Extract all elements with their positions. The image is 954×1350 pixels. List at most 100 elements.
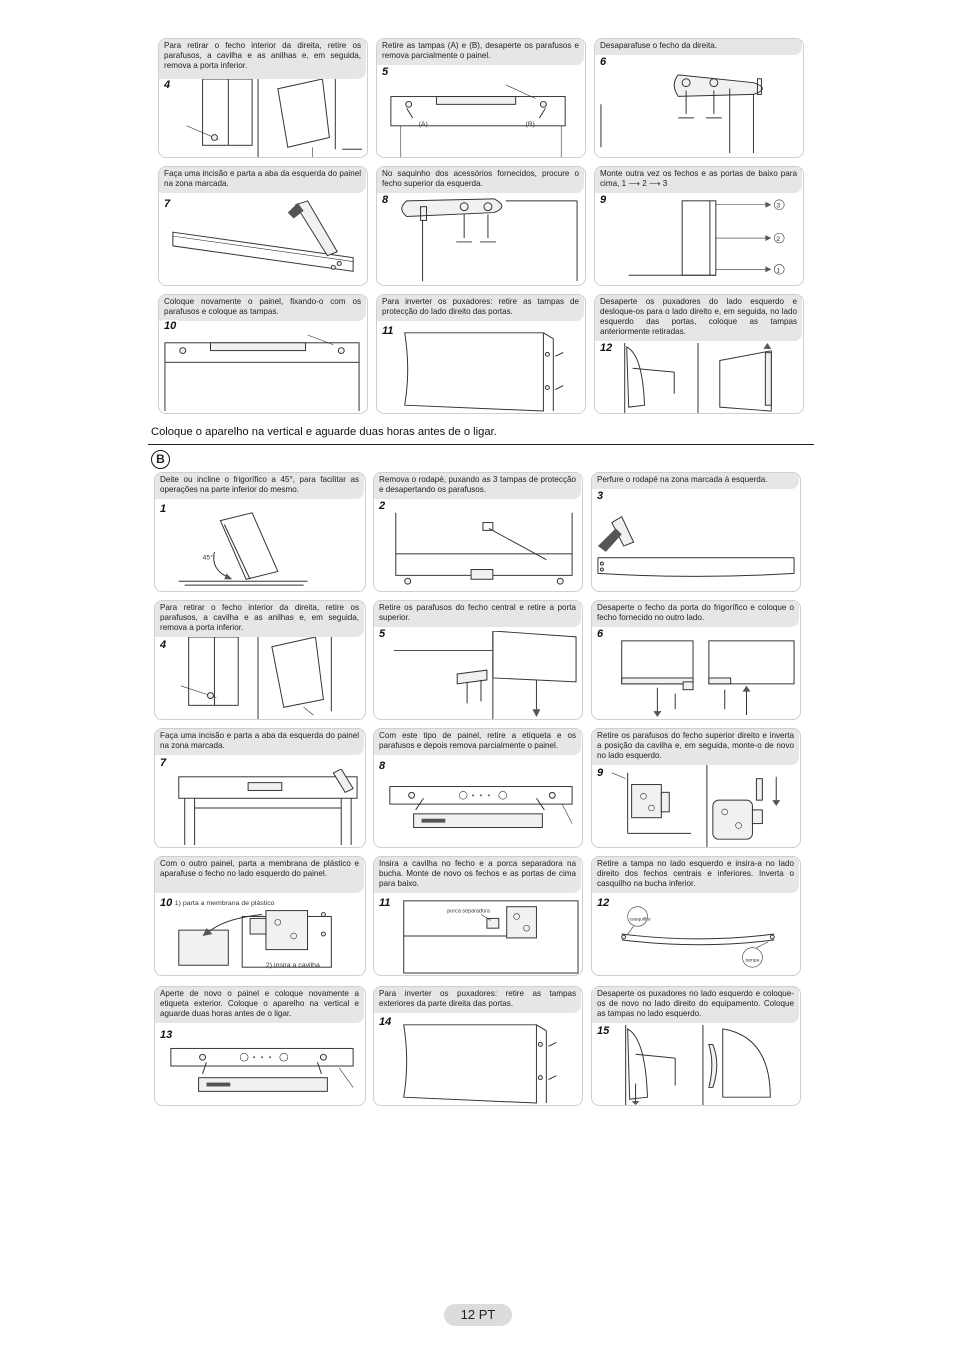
step-a5-panel: Retire as tampas (A) e (B), desaperte os… [376,38,586,158]
step-number: 5 [377,628,388,640]
order-label-2: 2 [776,236,780,243]
handle-cover-illustration [377,325,585,413]
step-number: 8 [377,760,388,772]
step-b10-panel: Com o outro painel, parta a membrana de … [154,856,366,976]
step-number: 2 [377,500,388,512]
section-divider [148,444,814,445]
step-caption: Com o outro painel, parta a membrana de … [155,857,364,893]
step-number: 10 [162,320,179,332]
step-a8-panel: No saquinho dos acessórios fornecidos, p… [376,166,586,286]
step-b7-panel: Faça uma incisão e parta a aba da esquer… [154,728,366,848]
step-a11-panel: Para inverter os puxadores: retire as ta… [376,294,586,414]
step-caption: Desaperte o fecho da porta do frigorífic… [592,601,799,627]
step-caption: Aperte de novo o painel e coloque novame… [155,987,364,1023]
base-remove-illustration [374,503,582,591]
step-number: 11 [380,325,396,337]
spacer-nut-label: porca separadora [447,909,490,915]
insert-pin-label: 2) insira a cavilha [266,962,320,969]
step-number: 12 [598,342,615,354]
step-b8-panel: Com este tipo de painel, retire a etique… [373,728,583,848]
angle-label: 45° [203,554,214,562]
step-b3-panel: Perfure o rodapé na zona marcada à esque… [591,472,801,592]
bush-label: casquilho [630,916,651,922]
step-b1-panel: Deite ou incline o frigorífico a 45°, pa… [154,472,366,592]
step-number: 8 [380,194,391,206]
step-b13-panel: Aperte de novo o painel e coloque novame… [154,986,366,1106]
step-caption: Insira a cavilha no fecho e a porca sepa… [374,857,581,893]
fridge-hinge-swap-illustration [592,635,800,719]
step-b4-panel: Para retirar o fecho interior da direita… [154,600,366,720]
panel-cover-illustration: (A) (B) [377,79,585,157]
step-number: 4 [158,639,169,651]
membrane-label: 1) parta a membrana de plástico [175,900,275,907]
step-caption: Para inverter os puxadores: retire as ta… [374,987,581,1013]
step-a9-panel: Monte outra vez os fechos e as portas de… [594,166,804,286]
step-caption: Desaparafuse o fecho da direita. [595,39,802,55]
panel-refit-illustration [159,335,367,413]
top-door-illustration [374,631,582,719]
step-caption: Retire os parafusos do fecho central e r… [374,601,581,627]
handle-move-illustration [592,1025,800,1105]
tilt-fridge-illustration: 45° [155,503,365,591]
step-number: 9 [598,194,609,206]
step-a7-panel: Faça uma incisão e parta a aba da esquer… [158,166,368,286]
step-number: 5 [380,66,391,78]
label-panel-illustration [374,769,582,847]
cap-label: tampa [746,957,760,963]
step-caption: Deite ou incline o frigorífico a 45°, pa… [155,473,364,499]
step-number: 12 [595,897,612,909]
door-removal-illustration [159,79,367,157]
section-b-marker: B [151,450,170,469]
panel-refit-label-illustration [155,1027,365,1105]
step-caption: Faça uma incisão e parta a aba da esquer… [159,167,366,193]
panel-cut-illustration [155,769,365,847]
step-number: 3 [595,490,606,502]
step-number: 7 [158,757,169,769]
step-a6-panel: Desaparafuse o fecho da direita. 6 [594,38,804,158]
step-a10-panel: Coloque novamente o painel, fixando-o co… [158,294,368,414]
cap-bush-illustration: casquilho tampa [592,895,800,975]
hinge-unscrew-illustration [595,69,803,157]
top-hinge-reverse-illustration [592,765,800,847]
step-caption: No saquinho dos acessórios fornecidos, p… [377,167,584,193]
door-order-illustration: 3 2 1 [595,193,803,285]
step-caption: Faça uma incisão e parta a aba da esquer… [155,729,364,755]
step-number: 4 [162,79,173,91]
step-caption: Retire os parafusos do fecho superior di… [592,729,799,765]
step-b9-panel: Retire os parafusos do fecho superior di… [591,728,801,848]
base-drill-illustration [592,503,800,591]
step-number: 14 [377,1016,394,1028]
step-caption: Desaperte os puxadores do lado esquerdo … [595,295,802,341]
step-number: 1 [158,503,169,515]
membrane-break-illustration: 1) parta a membrana de plástico 2) insir… [155,895,365,975]
step-number: 7 [162,198,173,210]
step-caption: Para retirar o fecho interior da direita… [155,601,364,637]
step-caption: Coloque novamente o painel, fixando-o co… [159,295,366,321]
handle-move-illustration [595,343,803,413]
step-caption: Com este tipo de painel, retire a etique… [374,729,581,755]
step-number: 6 [595,628,606,640]
step-b6-panel: Desaperte o fecho da porta do frigorífic… [591,600,801,720]
step-caption: Para inverter os puxadores: retire as ta… [377,295,584,321]
step-a4-panel: Para retirar o fecho interior da direita… [158,38,368,158]
step-caption: Remova o rodapé, puxando as 3 tampas de … [374,473,581,499]
step-number: 9 [595,767,606,779]
label-a: (A) [419,121,428,128]
step-caption: Retire as tampas (A) e (B), desaperte os… [377,39,584,65]
step-caption: Perfure o rodapé na zona marcada à esque… [592,473,799,489]
hinge-accessory-illustration [377,193,585,285]
step-number: 15 [595,1025,612,1037]
spacer-nut-illustration: porca separadora [374,895,582,975]
step-caption: Para retirar o fecho interior da direita… [159,39,366,79]
step-caption: Retire a tampa no lado esquerdo e insira… [592,857,799,893]
step-b12-panel: Retire a tampa no lado esquerdo e insira… [591,856,801,976]
order-label-1: 1 [776,267,780,274]
step-a12-panel: Desaperte os puxadores do lado esquerdo … [594,294,804,414]
step-number: 11 [377,897,393,909]
page-number: 12 PT [444,1304,512,1326]
step-b14-panel: Para inverter os puxadores: retire as ta… [373,986,583,1106]
label-b: (B) [526,121,535,128]
step-b15-panel: Desaperte os puxadores no lado esquerdo … [591,986,801,1106]
order-label-3: 3 [776,203,780,210]
step-caption: Monte outra vez os fechos e as portas de… [595,167,802,193]
